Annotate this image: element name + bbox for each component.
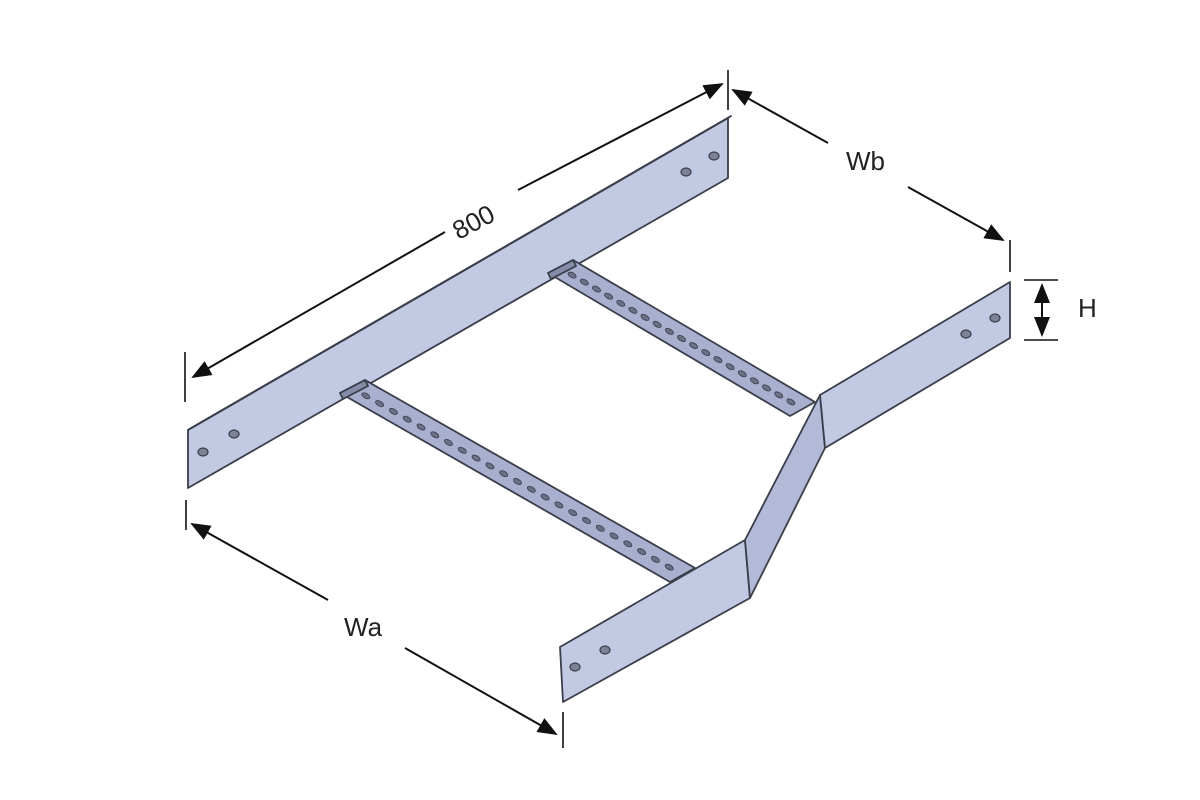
rung-slot	[628, 306, 638, 314]
rung-slot	[592, 285, 601, 293]
rail-bolt-hole	[960, 329, 972, 339]
rung-front	[339, 379, 696, 583]
rung-slot	[616, 299, 626, 307]
height-dimension: H	[1024, 279, 1097, 341]
rung-slot	[650, 555, 660, 563]
width-a-label: Wa	[344, 612, 383, 642]
rung-slot	[652, 320, 662, 328]
height-label: H	[1078, 293, 1097, 323]
rung-slot	[416, 423, 426, 431]
rung-slot	[526, 485, 536, 493]
rung-slot	[513, 478, 522, 485]
rung-slot	[402, 415, 412, 423]
rung-slot	[595, 524, 605, 532]
rung-slot	[664, 327, 674, 335]
rung-slot	[701, 349, 711, 357]
rung-slot	[640, 313, 650, 321]
rung-slot	[609, 532, 619, 540]
left-side-rail	[187, 115, 732, 489]
right-reducing-rail	[559, 281, 1011, 703]
rung-slot	[361, 392, 371, 400]
rung-slot	[568, 509, 578, 517]
rung-back	[547, 259, 816, 417]
rung-slot	[786, 398, 796, 406]
width-b-label: Wb	[846, 146, 885, 176]
length-label: 800	[447, 199, 499, 246]
rung-slot	[737, 370, 747, 378]
rung-slot	[430, 431, 440, 439]
width-a-dimension: Wa	[185, 500, 564, 748]
rung-slot	[762, 384, 771, 392]
rung-slot	[623, 540, 633, 548]
rung-slot	[485, 462, 495, 470]
rung-slot	[388, 407, 398, 415]
rung-slot	[664, 563, 674, 571]
rung-slot	[582, 517, 591, 524]
length-dimension: 800	[184, 70, 729, 402]
rail-bolt-hole	[569, 662, 581, 672]
rung-slot	[444, 439, 453, 446]
rung-slot	[725, 363, 735, 371]
rung-slot	[499, 470, 509, 478]
rung-slot	[457, 446, 467, 454]
rail-bolt-hole	[197, 447, 209, 457]
rung-slot	[774, 391, 784, 399]
width-b-dimension: Wb	[731, 89, 1011, 272]
rung-slot	[375, 400, 385, 408]
rung-slot	[554, 501, 564, 509]
rail-bolt-hole	[680, 167, 692, 177]
rung-slot	[749, 377, 759, 385]
rung-slot	[471, 454, 481, 462]
rung-slot	[567, 271, 577, 279]
rung-slot	[637, 548, 647, 556]
rung-slot	[540, 493, 550, 501]
rail-bolt-hole	[708, 151, 720, 161]
rung-slot	[579, 278, 589, 286]
rung-slot	[604, 292, 614, 300]
rail-bolt-hole	[599, 645, 611, 655]
rung-slot	[713, 356, 723, 364]
rail-bolt-hole	[989, 313, 1001, 323]
rung-slot	[689, 342, 699, 350]
rung-slot	[677, 335, 686, 342]
rail-bolt-hole	[228, 429, 240, 439]
